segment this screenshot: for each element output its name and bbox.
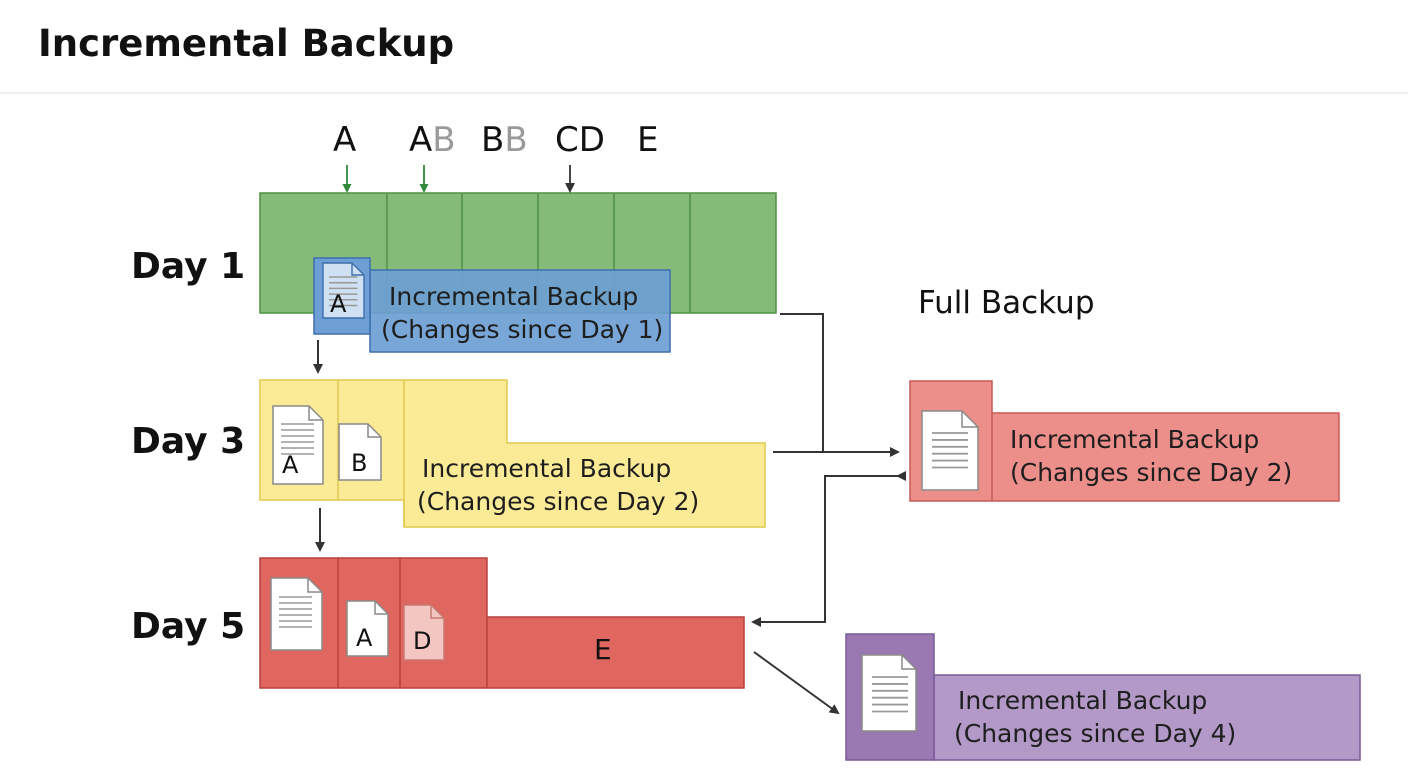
document-icon	[322, 262, 365, 319]
day-3-label: Day 3	[131, 421, 246, 462]
arrow-left-icon	[751, 471, 906, 627]
arrow-right-icon	[753, 651, 840, 715]
file-letter-5: E	[637, 120, 659, 160]
document-icon	[921, 410, 979, 491]
day4-caption-line2: (Changes since Day 4)	[954, 719, 1237, 748]
page-title: Incremental Backup	[38, 22, 455, 65]
day1-caption-line1: Incremental Backup	[389, 282, 639, 311]
full-backup-caption-line2: (Changes since Day 2)	[1010, 458, 1293, 487]
day-5-label: Day 5	[131, 606, 246, 647]
full-backup-caption-line1: Incremental Backup	[1010, 425, 1260, 454]
day5-storage-bar	[259, 557, 745, 689]
full-backup-box	[909, 380, 1340, 502]
file-letter-3: BB	[481, 120, 528, 160]
day3-caption-line1: Incremental Backup	[422, 454, 672, 483]
file-letter-4: CD	[555, 120, 605, 160]
document-icon	[861, 654, 917, 732]
day3-doc-letter-b: B	[351, 449, 368, 477]
day-1-label: Day 1	[131, 246, 246, 287]
day1-doc-letter: A	[330, 290, 347, 318]
header-bar: Incremental Backup	[0, 0, 1408, 94]
document-icon	[338, 423, 382, 481]
day1-caption-line2: (Changes since Day 1)	[381, 315, 664, 344]
document-icon	[270, 577, 323, 651]
day5-cell-letter: E	[594, 633, 612, 666]
day4-caption: Incremental Backup (Changes since Day 4)	[954, 684, 1236, 750]
day3-doc-letter-a: A	[282, 451, 299, 479]
document-icon	[346, 600, 389, 657]
file-letter-2: AB	[409, 120, 456, 160]
day4-caption-line1: Incremental Backup	[958, 686, 1208, 715]
file-letter-1: A	[333, 120, 357, 160]
arrow-right-icon	[780, 313, 900, 457]
day3-caption: Incremental Backup (Changes since Day 2)	[417, 452, 699, 518]
day3-caption-line2: (Changes since Day 2)	[417, 487, 700, 516]
day5-doc-letter-a: A	[356, 624, 373, 652]
document-icon	[272, 405, 324, 485]
document-icon	[403, 604, 445, 661]
full-backup-label: Full Backup	[918, 285, 1095, 321]
full-backup-caption: Incremental Backup (Changes since Day 2)	[1010, 423, 1292, 489]
day5-doc-letter-d: D	[413, 627, 432, 655]
day1-caption: Incremental Backup (Changes since Day 1)	[381, 280, 663, 346]
